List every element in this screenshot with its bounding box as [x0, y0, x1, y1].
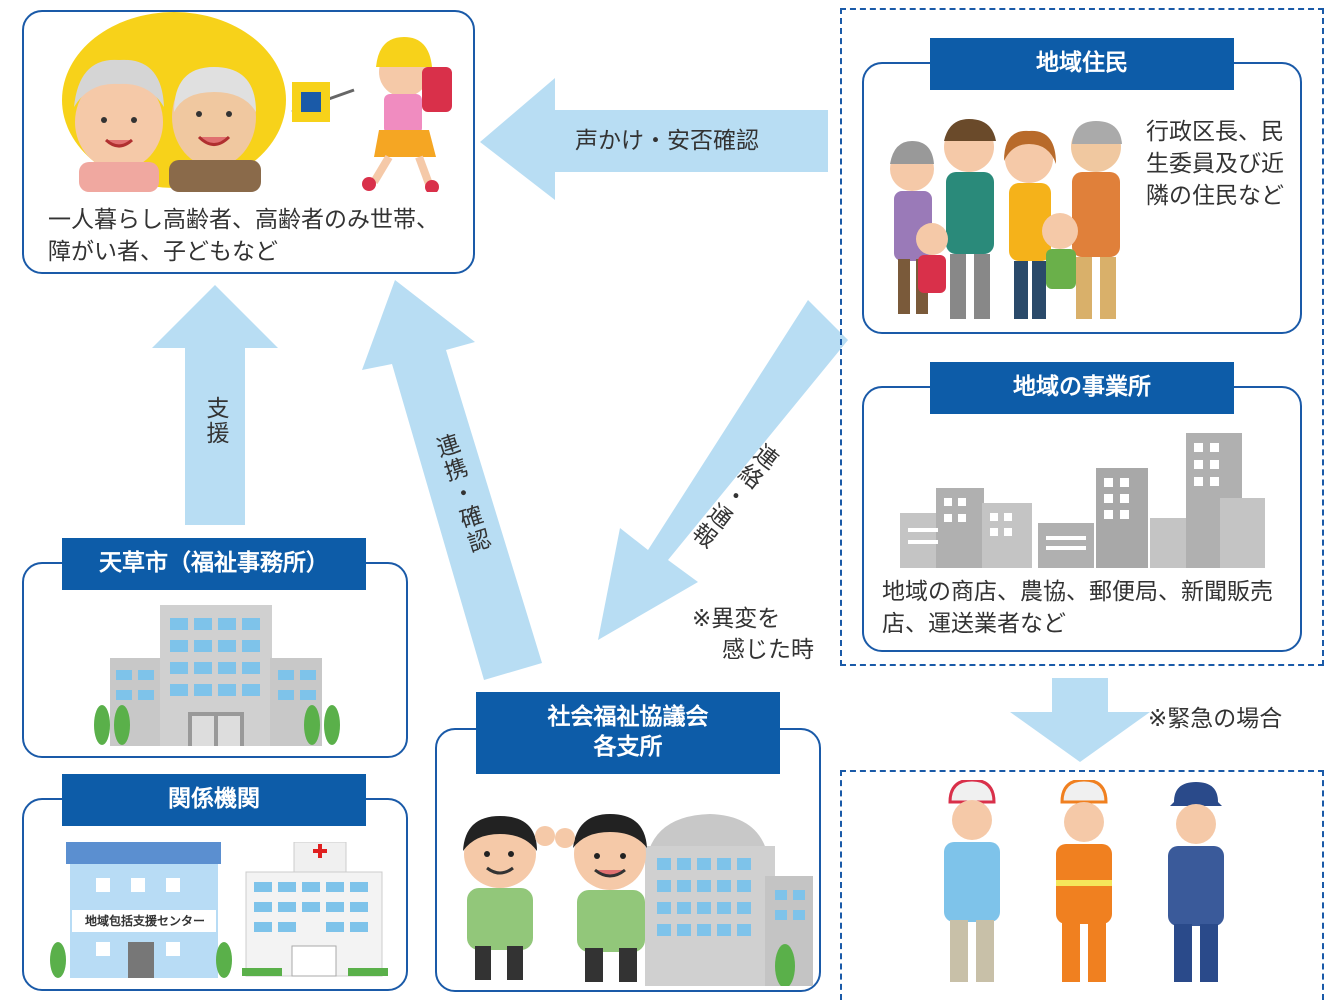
agencies-box: 地域包括支援センター — [22, 798, 408, 991]
businesses-desc: 地域の商店、農協、郵便局、新聞販売店、運送業者など — [882, 579, 1273, 637]
businesses-header: 地域の事業所 — [930, 362, 1234, 414]
emergency-note: ※緊急の場合 — [1148, 706, 1283, 732]
greeting-arrow — [480, 78, 828, 200]
council-header-line2: 各支所 — [593, 734, 663, 760]
residents-illustration — [890, 119, 1122, 319]
emergency-arrow — [1010, 678, 1150, 762]
target-group-box: 一人暮らし高齢者、高齢者のみ世帯、障がい者、子どもなど — [22, 10, 475, 274]
elderly-child-illustration — [62, 12, 452, 192]
contact-arrow — [598, 300, 848, 640]
council-header-line1: 社会福祉協議会 — [547, 704, 709, 731]
anomaly-note: ※異変を 感じた時 — [692, 604, 814, 666]
anomaly-note-line1: ※異変を — [692, 606, 781, 632]
cooperate-arrow — [362, 280, 542, 680]
community-region — [840, 8, 1324, 666]
support-center-sign: 地域包括支援センター — [84, 914, 205, 928]
greeting-label: 声かけ・安否確認 — [575, 128, 759, 154]
businesses-box: 地域の商店、農協、郵便局、新聞販売店、運送業者など — [862, 386, 1302, 652]
target-group-caption: 一人暮らし高齢者、高齢者のみ世帯、障がい者、子どもなど — [48, 207, 439, 265]
city-header: 天草市（福祉事務所） — [62, 538, 366, 590]
anomaly-note-line2: 感じた時 — [722, 637, 814, 663]
residents-box: 行政区長、民生委員及び近隣の住民など — [862, 62, 1302, 334]
residents-header: 地域住民 — [930, 38, 1234, 90]
buildings-illustration — [900, 433, 1265, 568]
city-box — [22, 562, 408, 758]
support-label: 支援 — [202, 396, 228, 446]
residents-desc: 行政区長、民生委員及び近隣の住民など — [1146, 119, 1284, 209]
council-header: 社会福祉協議会 各支所 — [476, 692, 780, 774]
agencies-illustration — [50, 842, 388, 978]
emergency-responders-illustration — [944, 780, 1224, 982]
support-arrow — [152, 285, 278, 525]
city-hall-illustration — [94, 605, 340, 746]
agencies-header: 関係機関 — [62, 774, 366, 826]
emergency-region — [840, 770, 1324, 1000]
council-staff-illustration — [463, 814, 813, 986]
